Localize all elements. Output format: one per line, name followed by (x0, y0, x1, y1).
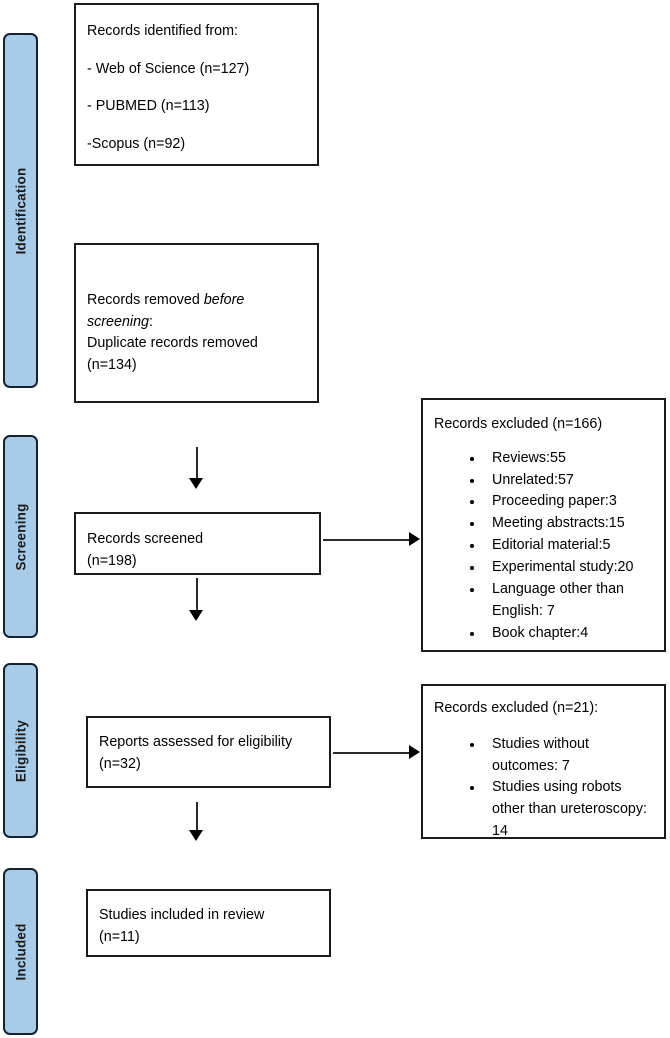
list-item: Proceeding paper:3 (434, 491, 656, 513)
records-removed-prefix: Records removed (87, 292, 204, 308)
box-studies-included: Studies included in review (n=11) (86, 889, 331, 957)
list-item: Language other than English: 7 (434, 579, 656, 623)
records-removed-line-2: Duplicate records removed (87, 335, 258, 352)
list-item: Experimental study:20 (434, 557, 656, 579)
box-records-excluded-eligibility: Records excluded (n=21): Studies without… (421, 684, 666, 839)
list-item: Studies using robots other than ureteros… (434, 777, 656, 843)
box-records-removed: Records removed before screening: Duplic… (74, 243, 319, 403)
list-item: Editorial material:5 (434, 535, 656, 557)
records-identified-content: Records identified from: - Web of Scienc… (87, 21, 309, 156)
records-removed-line-1: Records removed before screening: (87, 290, 309, 333)
reports-assessed-content: Reports assessed for eligibility (n=32) (99, 732, 321, 775)
stage-label-identification: Identification (13, 167, 28, 254)
arrow-line-identification-to-screening (196, 447, 198, 480)
arrow-head-screened-to-excluded (409, 532, 420, 546)
stage-label-eligibility: Eligibility (13, 719, 28, 782)
arrow-head-screened-to-eligibility (189, 610, 203, 621)
records-identified-source-1: - Web of Science (n=127) (87, 60, 250, 77)
list-item: Unrelated:57 (434, 470, 656, 492)
records-excluded-eligibility-list: Studies without outcomes: 7 Studies usin… (434, 734, 656, 843)
records-removed-content: Records removed before screening: Duplic… (87, 290, 309, 377)
stage-bar-identification: Identification (3, 33, 38, 388)
records-removed-italic: before screening (87, 292, 245, 330)
studies-included-count: (n=11) (99, 928, 140, 945)
arrow-head-eligibility-to-excluded (409, 745, 420, 759)
records-identified-source-2: - PUBMED (n=113) (87, 98, 210, 115)
stage-label-screening: Screening (13, 502, 28, 571)
list-item: Studies without outcomes: 7 (434, 734, 656, 778)
list-item: Meeting abstracts:15 (434, 513, 656, 535)
reports-assessed-count: (n=32) (99, 755, 141, 772)
records-excluded-eligibility-content: Records excluded (n=21): Studies without… (434, 698, 656, 843)
arrow-line-eligibility-to-included (196, 802, 198, 832)
records-excluded-screening-list: Reviews:55 Unrelated:57 Proceeding paper… (434, 448, 656, 645)
records-screened-count: (n=198) (87, 552, 137, 569)
box-records-excluded-screening: Records excluded (n=166) Reviews:55 Unre… (421, 398, 666, 652)
box-records-screened: Records screened (n=198) (74, 512, 321, 575)
records-removed-line-3: (n=134) (87, 357, 137, 374)
records-excluded-screening-title: Records excluded (n=166) (434, 416, 603, 432)
arrow-line-eligibility-to-excluded (333, 752, 411, 754)
stage-label-included: Included (13, 922, 28, 981)
studies-included-content: Studies included in review (n=11) (99, 905, 321, 948)
stage-bar-eligibility: Eligibility (3, 663, 38, 838)
records-screened-label: Records screened (87, 531, 204, 547)
records-removed-suffix: : (149, 313, 153, 330)
records-identified-source-3: -Scopus (n=92) (87, 136, 186, 153)
records-screened-content: Records screened (n=198) (87, 529, 311, 572)
records-excluded-screening-content: Records excluded (n=166) Reviews:55 Unre… (434, 414, 656, 644)
list-item: Book chapter:4 (434, 623, 656, 645)
arrow-line-screened-to-eligibility (196, 578, 198, 612)
arrow-line-screened-to-excluded (323, 539, 411, 541)
studies-included-label: Studies included in review (99, 907, 265, 923)
stage-bar-screening: Screening (3, 435, 38, 638)
reports-assessed-label: Reports assessed for eligibility (99, 734, 293, 750)
arrow-head-identification-to-screening (189, 478, 203, 489)
stage-bar-included: Included (3, 868, 38, 1035)
records-identified-title: Records identified from: (87, 23, 238, 39)
box-records-identified: Records identified from: - Web of Scienc… (74, 3, 319, 166)
list-item: Reviews:55 (434, 448, 656, 470)
box-reports-assessed: Reports assessed for eligibility (n=32) (86, 716, 331, 788)
arrow-head-eligibility-to-included (189, 830, 203, 841)
records-excluded-eligibility-title: Records excluded (n=21): (434, 700, 599, 716)
